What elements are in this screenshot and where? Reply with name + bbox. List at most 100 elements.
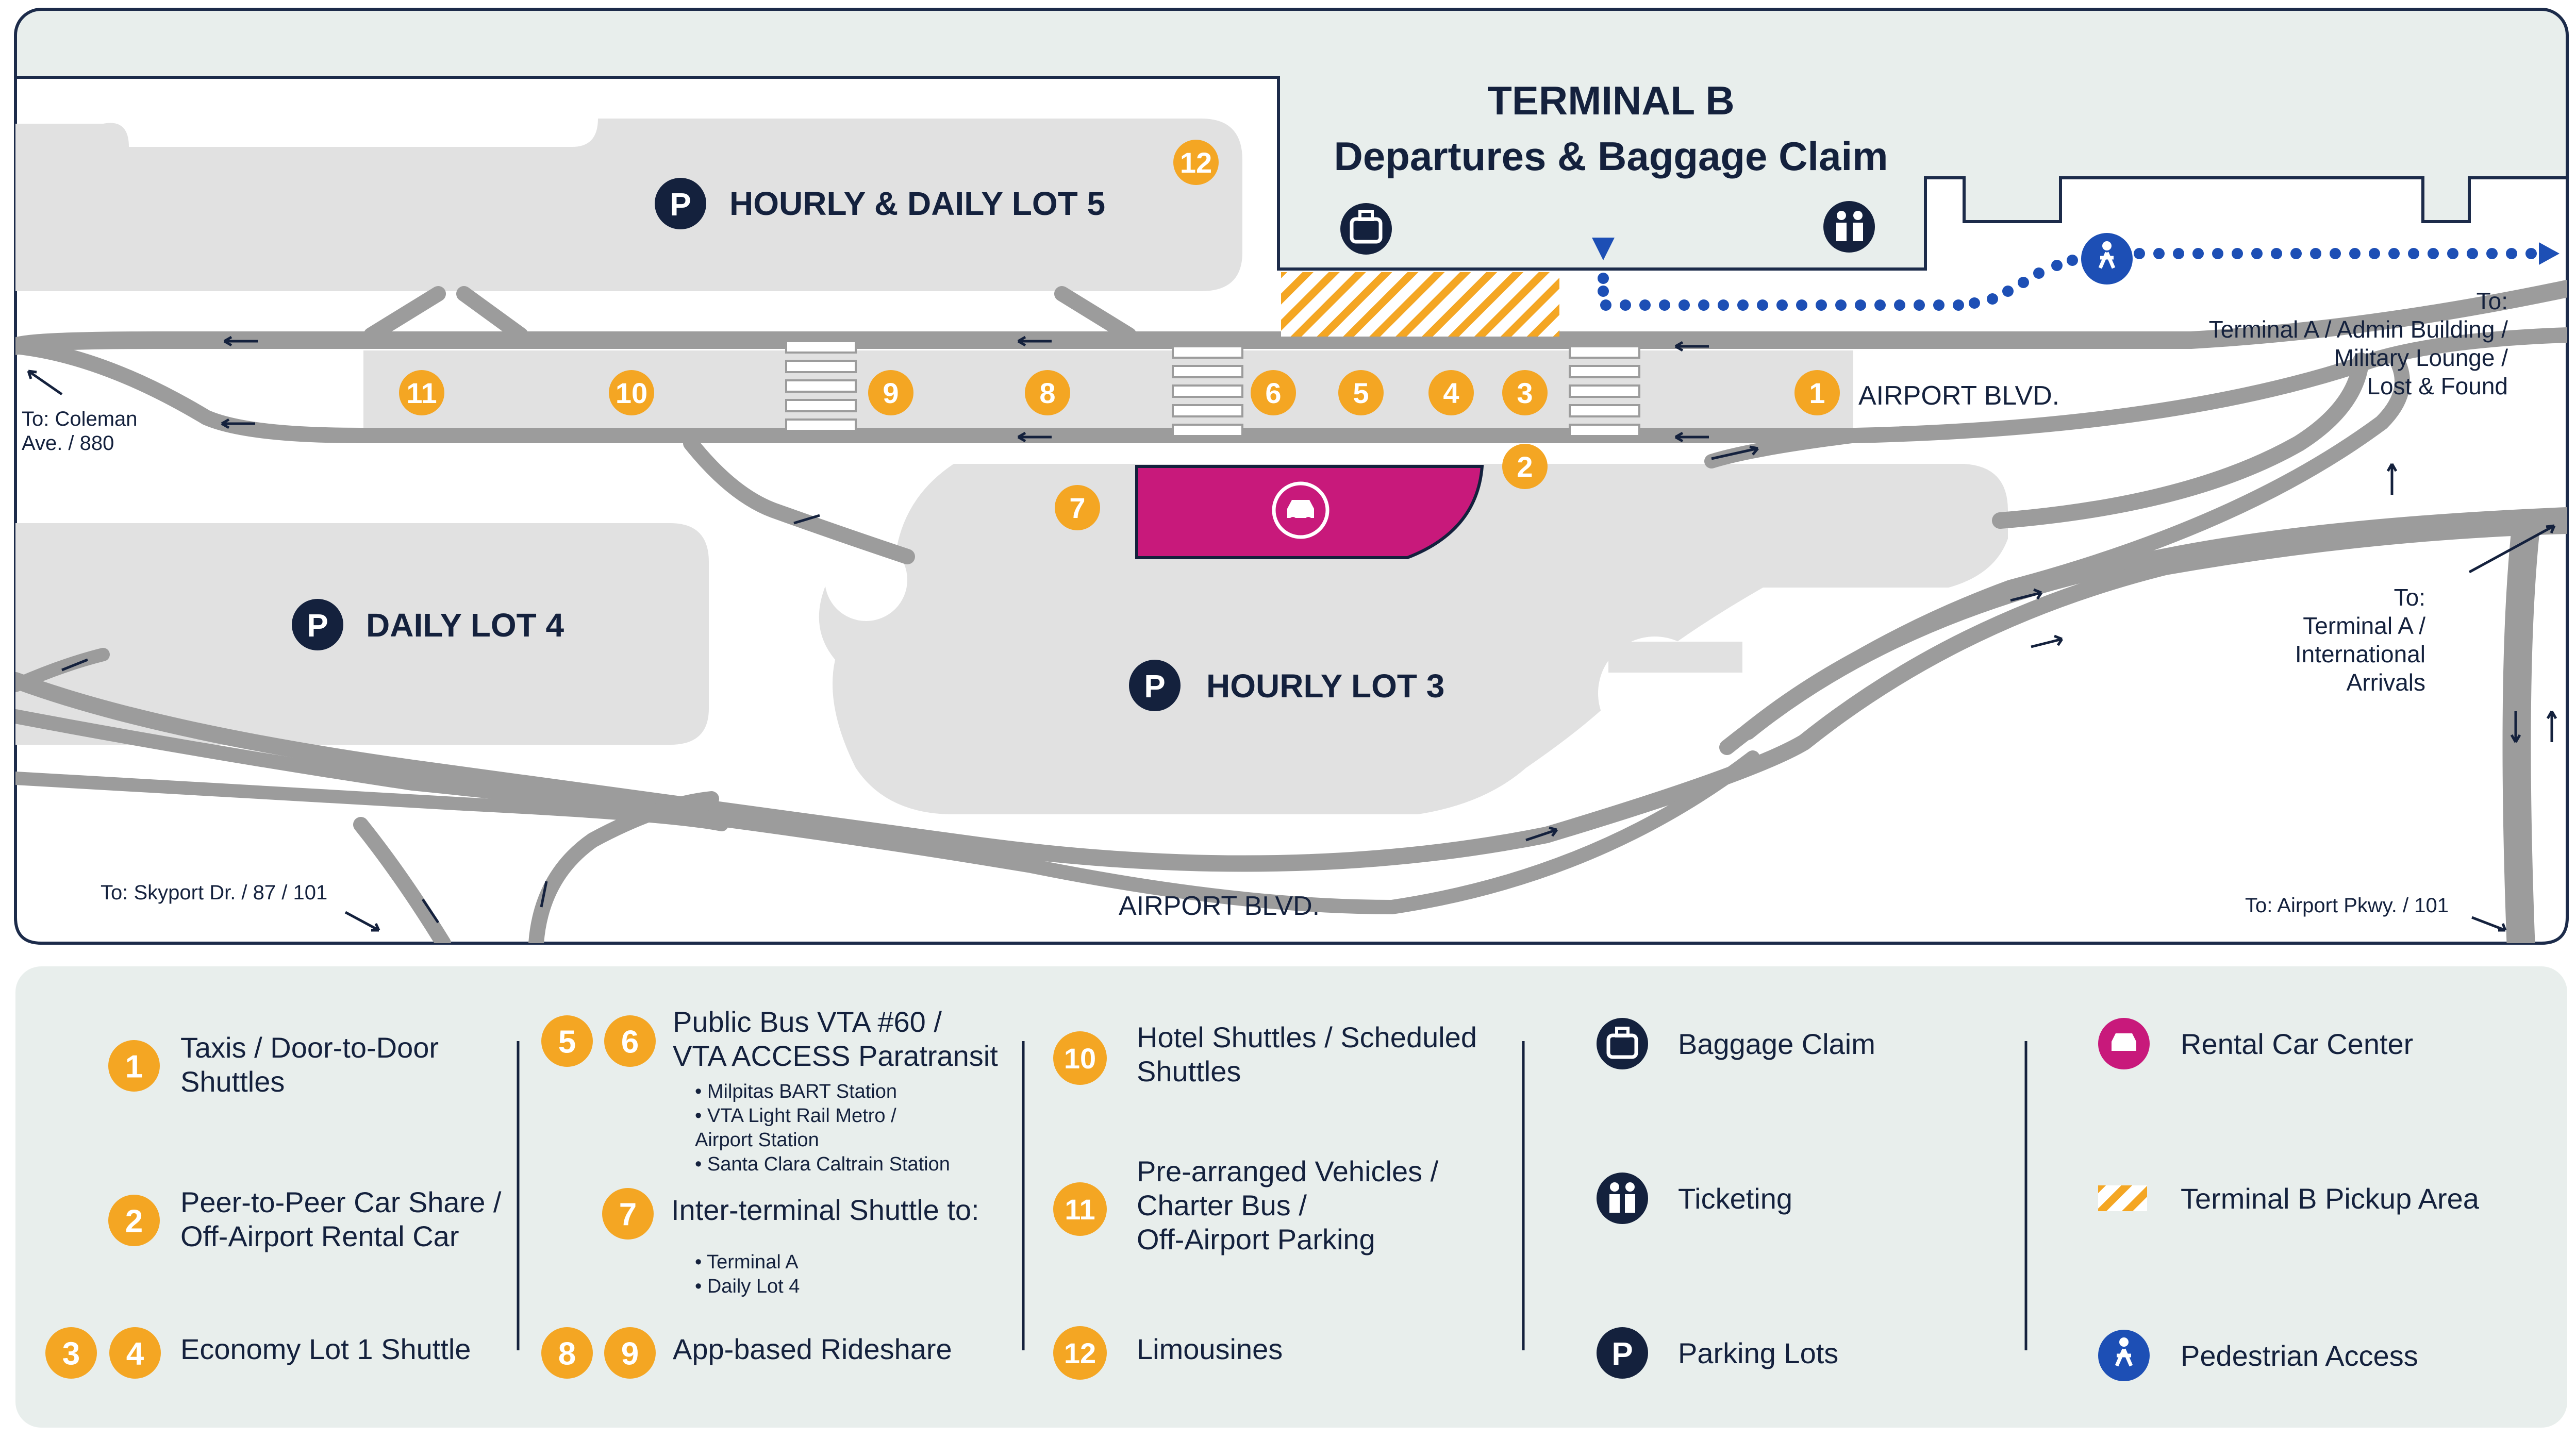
parking-symbol: P [1144,669,1165,705]
svg-text:To:: To: [2394,584,2425,611]
legend-bullet: • Terminal A [695,1251,799,1273]
pedestrian-path-dot [1757,299,1768,311]
ticketing-icon [1597,1173,1648,1224]
legend-label: Terminal B Pickup Area [2181,1182,2480,1215]
pedestrian-path-dot [1698,299,1709,311]
direction-airport-pkwy: To: Airport Pkwy. / 101 [2245,894,2507,932]
pin-number: 2 [125,1203,143,1239]
terminal-b-building [1277,77,2062,271]
svg-text:Terminal A /: Terminal A / [2303,612,2425,639]
pin-number: 2 [1517,450,1533,483]
pedestrian-path-dot [1620,299,1631,311]
pedestrian-path-dot [1718,299,1729,311]
pedestrian-path-dot [1933,299,1945,311]
pedestrian-path-dot [1969,297,1980,309]
pin-7: 7 [1055,485,1100,530]
pedestrian-path-dot [1678,299,1690,311]
pin-11: 11 [399,370,444,415]
lot-4-label: DAILY LOT 4 [366,607,564,644]
legend-label: Peer-to-Peer Car Share / [180,1186,502,1218]
pedestrian-path-dot [2467,248,2478,259]
pin-12: 12 [1053,1326,1107,1380]
pin-3: 3 [1502,370,1548,415]
legend-label: Ticketing [1678,1182,1792,1215]
road-label-upper: AIRPORT BLVD. [1858,381,2059,411]
pedestrian-path-dot [2251,248,2263,259]
pedestrian-path-dot [1737,299,1749,311]
svg-text:Ave. / 880: Ave. / 880 [22,432,114,455]
pedestrian-path-dot [2447,248,2458,259]
svg-text:Terminal A / Admin Building /: Terminal A / Admin Building / [2209,316,2508,343]
pin-5: 5 [1338,370,1384,415]
pedestrian-path-dot [2330,248,2341,259]
pedestrian-path-dot [1598,286,1609,297]
pedestrian-path-dot [2134,248,2145,259]
parking-icon [292,599,343,650]
pin-2: 2 [1502,444,1548,489]
rental-car-center [1135,465,1484,559]
pin-number: 7 [619,1197,637,1232]
pin-number: 10 [616,377,647,409]
pin-8: 8 [1025,370,1070,415]
pedestrian-path-dot [1914,299,1925,311]
pin-11: 11 [1053,1182,1107,1236]
pedestrian-path-dot [2232,248,2243,259]
pedestrian-path-dot [2349,248,2361,259]
pin-12: 12 [1173,140,1219,185]
pedestrian-path-dot [2408,248,2419,259]
direction-terminal-a-intl: To: Terminal A / International Arrivals [2295,524,2556,696]
pin-number: 3 [62,1336,80,1371]
pedestrian-path-dot [1987,293,1998,305]
pin-number: 8 [1039,377,1055,409]
legend-bullet: • Santa Clara Caltrain Station [695,1153,950,1175]
pin-number: 5 [558,1024,576,1060]
pedestrian-path-dot [2192,248,2204,259]
rental-car-icon [2098,1018,2150,1069]
pin-6: 6 [604,1015,656,1067]
legend-panel [15,966,2567,1428]
pedestrian-path-dot [1953,299,1964,311]
pedestrian-path-dot [2018,277,2029,288]
legend-label: Inter-terminal Shuttle to: [671,1194,979,1226]
legend-item: Terminal B Pickup Area [2098,1182,2480,1215]
pedestrian-access-icon [2081,233,2133,284]
lot-3-label: HOURLY LOT 3 [1206,667,1444,705]
pedestrian-path-dot [2290,248,2302,259]
svg-text:To: Skyport Dr. / 87 / 101: To: Skyport Dr. / 87 / 101 [101,881,327,904]
pin-8: 8 [541,1327,593,1379]
legend-label: Baggage Claim [1678,1028,1875,1060]
pedestrian-access-icon [2098,1330,2150,1381]
legend-label: Off-Airport Rental Car [180,1220,459,1252]
legend-label: Taxis / Door-to-Door [180,1031,439,1064]
parking-symbol: P [307,608,328,644]
direction-skyport: To: Skyport Dr. / 87 / 101 [101,881,380,932]
legend-label: Pre-arranged Vehicles / [1137,1155,1439,1187]
pin-number: 4 [126,1336,144,1371]
legend-label: Pedestrian Access [2181,1339,2418,1372]
baggage-claim-icon [1597,1018,1648,1069]
pedestrian-path-dot [1835,299,1847,311]
lot-5-area [15,119,1242,291]
rental-car-icon [1272,481,1329,539]
pedestrian-path-dot [2388,248,2400,259]
pedestrian-path-dot [2506,248,2517,259]
pedestrian-path-dot [2271,248,2282,259]
road-network [15,280,2567,943]
legend-label: Parking Lots [1678,1337,1838,1369]
legend-label: Public Bus VTA #60 / [673,1006,942,1038]
direction-coleman: To: Coleman Ave. / 880 [22,370,138,455]
pedestrian-path-dot [1600,299,1611,311]
pedestrian-path-dot [1855,299,1866,311]
baggage-claim-icon [1340,203,1392,255]
pin-number: 4 [1443,377,1459,409]
pin-number: 5 [1353,377,1369,409]
pin-number: 11 [406,377,437,409]
pin-4: 4 [109,1327,161,1379]
